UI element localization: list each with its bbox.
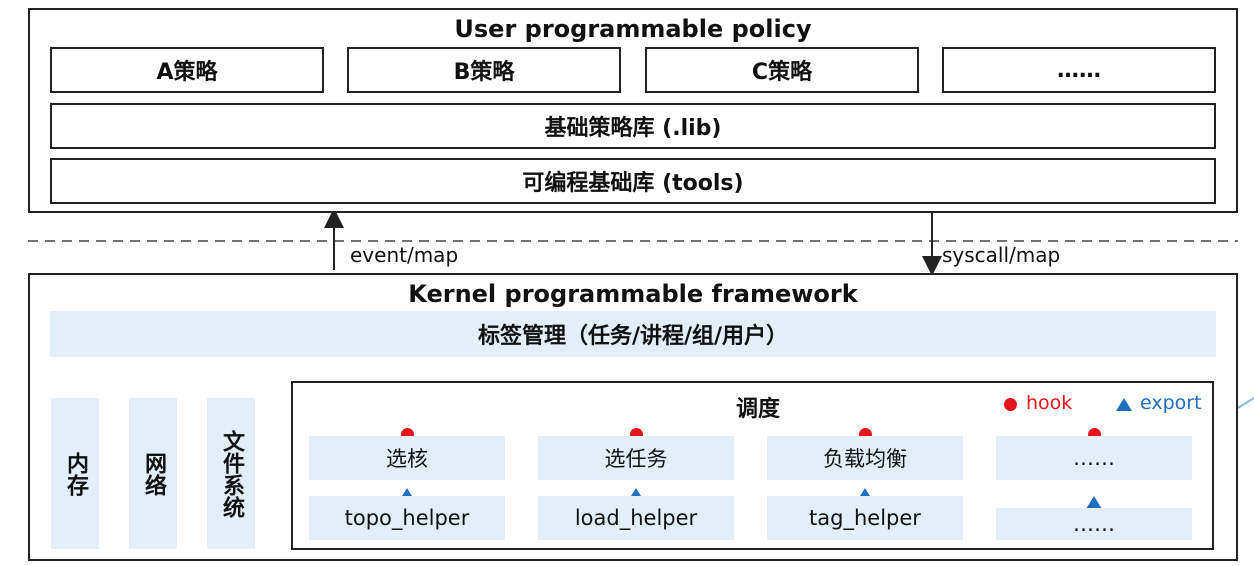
export-legend-label: export bbox=[1140, 392, 1202, 414]
network-subsystem: 网络 bbox=[129, 398, 177, 549]
hook-load-balance: 负载均衡 bbox=[767, 436, 963, 480]
hook-more: …… bbox=[996, 436, 1192, 480]
policy-c-box: C策略 bbox=[645, 47, 919, 93]
hook-legend-dot bbox=[1004, 398, 1017, 411]
event-map-label: event/map bbox=[350, 243, 459, 267]
base-policy-lib: 基础策略库 (.lib) bbox=[50, 103, 1216, 149]
programmable-tools-lib: 可编程基础库 (tools) bbox=[50, 158, 1216, 204]
memory-label: 内存 bbox=[63, 451, 88, 496]
schedule-title: 调度 bbox=[735, 397, 780, 422]
helper-tag: tag_helper bbox=[767, 496, 963, 540]
memory-subsystem: 内存 bbox=[51, 398, 99, 549]
helper-load: load_helper bbox=[538, 496, 734, 540]
policy-more-box: …… bbox=[942, 47, 1216, 93]
tag-management-bar: 标签管理（任务/讲程/组/用户） bbox=[50, 311, 1216, 357]
helper-topo: topo_helper bbox=[309, 496, 505, 540]
syscall-map-label: syscall/map bbox=[942, 243, 1061, 267]
hook-select-task: 选任务 bbox=[538, 436, 734, 480]
policy-b-box: B策略 bbox=[347, 47, 621, 93]
network-label: 网络 bbox=[141, 451, 166, 496]
filesystem-subsystem: 文件系统 bbox=[207, 398, 255, 549]
hook-legend-label: hook bbox=[1026, 392, 1073, 414]
kernel-framework-title: Kernel programmable framework bbox=[408, 280, 858, 308]
policy-a-box: A策略 bbox=[50, 47, 324, 93]
user-policy-title: User programmable policy bbox=[454, 15, 812, 43]
helper-more: …… bbox=[996, 508, 1192, 540]
export-legend-triangle bbox=[1116, 398, 1132, 411]
hook-select-cpu: 选核 bbox=[309, 436, 505, 480]
export-triangle bbox=[1086, 496, 1102, 509]
filesystem-label: 文件系统 bbox=[219, 429, 244, 518]
